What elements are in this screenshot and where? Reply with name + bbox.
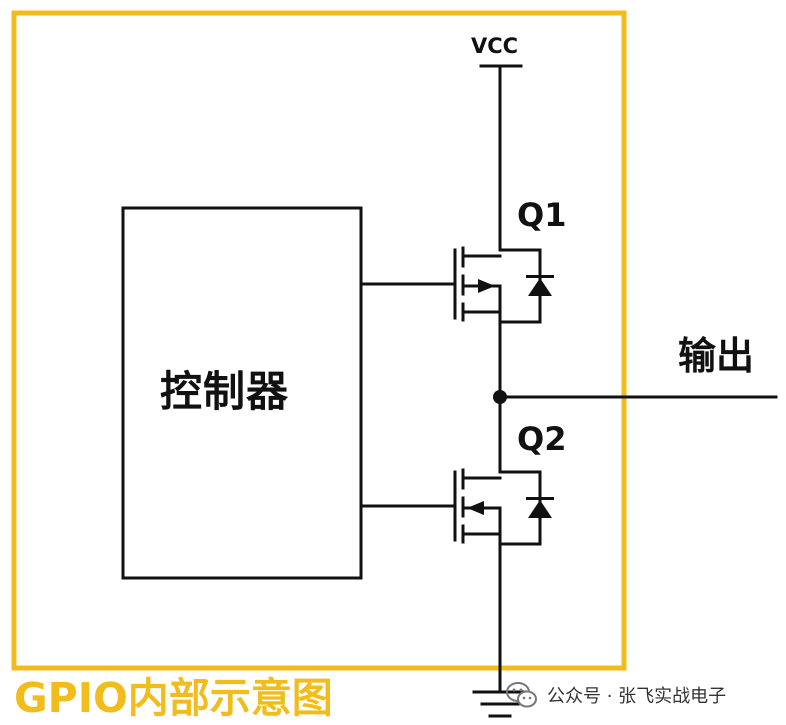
gpio-boundary-frame bbox=[11, 10, 627, 671]
q2-arrow bbox=[467, 501, 484, 515]
ground-symbol bbox=[472, 690, 528, 718]
wechat-icon bbox=[506, 682, 537, 708]
watermark: 公众号 · 张飞实战电子 bbox=[505, 679, 726, 711]
vcc-label: VCC bbox=[471, 34, 519, 58]
q2-label: Q2 bbox=[517, 420, 567, 458]
diagram-title: GPIO内部示意图 bbox=[14, 674, 333, 722]
q1-label: Q1 bbox=[517, 196, 567, 234]
mosfet-q2 bbox=[453, 468, 542, 546]
q1-arrow bbox=[478, 279, 495, 293]
controller-block bbox=[121, 206, 363, 580]
q2-diode bbox=[528, 500, 552, 518]
q1-diode bbox=[528, 278, 552, 296]
output-junction-dot bbox=[493, 390, 507, 404]
mosfet-q1 bbox=[453, 246, 542, 324]
watermark-text: 公众号 · 张飞实战电子 bbox=[547, 686, 727, 707]
controller-label: 控制器 bbox=[160, 367, 290, 416]
output-label: 输出 bbox=[678, 334, 755, 378]
